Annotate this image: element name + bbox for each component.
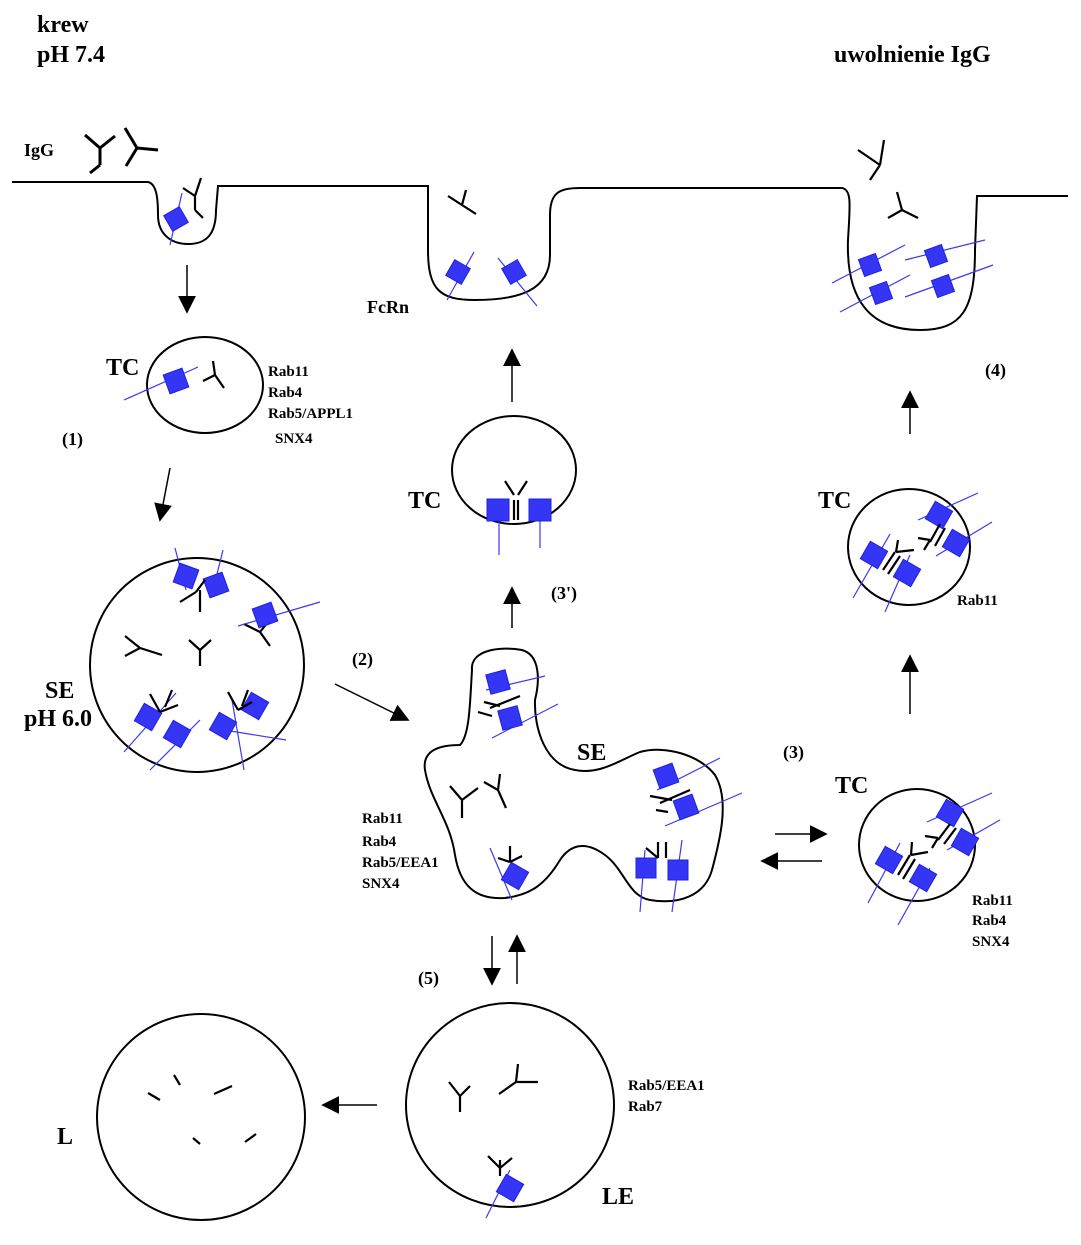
- se-left-free-igg: [124, 621, 271, 666]
- pit2-igg: [447, 189, 477, 215]
- svg-text:Rab4: Rab4: [972, 913, 1007, 929]
- tc-mid-complex: [486, 480, 552, 555]
- free-igg-blood: [84, 127, 159, 175]
- step-5: (5): [418, 968, 439, 989]
- arrow-se-to-se2: [334, 683, 410, 721]
- svg-text:SNX4: SNX4: [275, 431, 313, 447]
- tc-right-markers: Rab11 Rab4 SNX4: [972, 893, 1013, 950]
- pit1-igg: [182, 177, 204, 219]
- lysosome: [96, 1013, 306, 1221]
- svg-text:SNX4: SNX4: [362, 876, 400, 892]
- se-label-left: SE: [45, 678, 74, 704]
- svg-text:Rab7: Rab7: [628, 1099, 663, 1115]
- svg-text:Rab5/EEA1: Rab5/EEA1: [628, 1078, 705, 1094]
- step-3: (3): [783, 742, 804, 763]
- step-4: (4): [985, 360, 1006, 381]
- se-ph-label: pH 6.0: [24, 706, 92, 732]
- se-center-free-igg: [449, 773, 508, 818]
- step-3prime: (3'): [551, 583, 577, 604]
- tc1-fcrn: [123, 366, 199, 401]
- igg-label: IgG: [24, 140, 54, 160]
- pit2-fcrn-right: [497, 257, 538, 307]
- tc-vesicle-mid: [451, 415, 577, 525]
- svg-text:Rab4: Rab4: [268, 385, 303, 401]
- svg-text:Rab5/APPL1: Rab5/APPL1: [268, 406, 353, 422]
- tc-vesicle-1: [146, 336, 264, 434]
- tc-top-right-complexes: [852, 492, 993, 613]
- le-vesicle: [405, 1002, 615, 1208]
- svg-text:Rab11: Rab11: [362, 811, 403, 827]
- svg-text:Rab4: Rab4: [362, 834, 397, 850]
- tc-top-right-marker: Rab11: [957, 593, 998, 609]
- step-2: (2): [352, 649, 373, 670]
- blood-ph-label: pH 7.4: [37, 42, 105, 68]
- release-label: uwolnienie IgG: [834, 42, 991, 68]
- pit1-fcrn: [163, 192, 189, 246]
- se2-markers: Rab11 Rab4 Rab5/EEA1 SNX4: [362, 811, 439, 892]
- se-center-fcrn-igg-complexes: [477, 669, 743, 913]
- svg-text:SNX4: SNX4: [972, 934, 1010, 950]
- se-endosome-center: [423, 647, 724, 903]
- lysosome-label: L: [57, 1124, 73, 1150]
- le-free-igg: [448, 1063, 538, 1112]
- released-igg: [857, 139, 919, 219]
- tc1-label: TC: [106, 355, 139, 381]
- tc1-markers: Rab11 Rab4 Rab5/APPL1 SNX4: [268, 364, 353, 447]
- tc1-igg: [202, 360, 225, 389]
- le-fcrn-complex: [485, 1155, 525, 1219]
- se-label-center: SE: [577, 740, 606, 766]
- tc-vesicle-top-right: [847, 488, 971, 606]
- fcrn-label: FcRn: [367, 297, 409, 317]
- se-endosome-left: [89, 557, 305, 773]
- blood-label: krew: [37, 12, 89, 38]
- plasma-membrane: [12, 181, 1068, 332]
- tc-right-label: TC: [835, 773, 868, 799]
- le-markers: Rab5/EEA1 Rab7: [628, 1078, 705, 1115]
- se-left-fcrn-igg-complexes: [123, 547, 321, 771]
- le-label: LE: [602, 1184, 634, 1210]
- pit2-fcrn-left: [445, 251, 475, 301]
- svg-text:Rab11: Rab11: [268, 364, 309, 380]
- tc-mid-label: TC: [408, 488, 441, 514]
- tc-right-complexes: [867, 792, 1001, 926]
- tc-top-right-label: TC: [818, 488, 851, 514]
- step-1: (1): [62, 429, 83, 450]
- degraded-igg-fragments: [147, 1074, 257, 1145]
- svg-text:Rab5/EEA1: Rab5/EEA1: [362, 855, 439, 871]
- arrow-tc1-to-se: [154, 467, 172, 522]
- pit3-fcrn: [831, 239, 994, 313]
- svg-text:Rab11: Rab11: [972, 893, 1013, 909]
